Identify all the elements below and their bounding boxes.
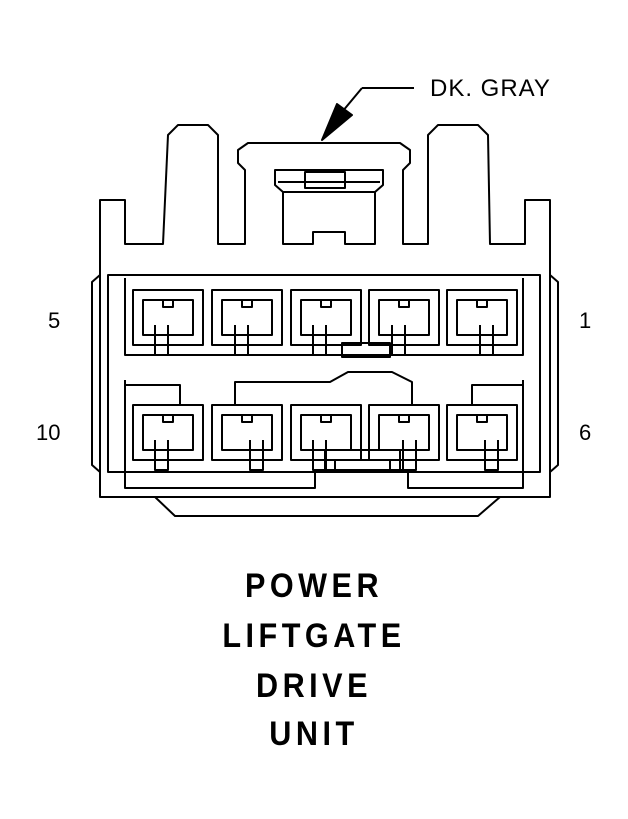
terminal-6 xyxy=(447,405,517,470)
wire-color-label: DK. GRAY xyxy=(430,75,551,102)
caption-line-3: DRIVE xyxy=(255,667,373,705)
terminal-4 xyxy=(212,290,282,355)
terminal-10 xyxy=(133,405,203,470)
lower-left-bridge xyxy=(125,385,180,405)
terminal-7 xyxy=(369,405,439,470)
caption-line-4: UNIT xyxy=(269,715,359,753)
latch-window xyxy=(305,172,345,188)
terminal-1 xyxy=(447,290,517,355)
caption-line-1: POWER xyxy=(244,567,384,605)
left-rib xyxy=(92,275,100,472)
top-row-terminals xyxy=(133,290,517,355)
center-key xyxy=(342,343,390,357)
pin-label-1: 1 xyxy=(579,308,591,333)
pin-label-5: 5 xyxy=(48,308,60,333)
terminal-8 xyxy=(291,405,361,470)
bottom-row-terminals xyxy=(133,405,517,470)
terminal-2 xyxy=(369,290,439,355)
caption-line-2: LIFTGATE xyxy=(222,617,406,655)
wire-color-callout: DK. GRAY xyxy=(322,75,551,140)
lower-center-slot xyxy=(335,460,390,472)
lower-right-bridge xyxy=(472,385,523,405)
cavity-area xyxy=(108,275,540,472)
callout-arrowhead xyxy=(322,104,352,140)
bottom-shroud xyxy=(155,497,500,516)
housing-outline xyxy=(100,125,550,497)
lower-top-bridge xyxy=(235,372,412,405)
right-rib xyxy=(550,275,558,472)
terminal-3 xyxy=(291,290,361,355)
terminal-5 xyxy=(133,290,203,355)
callout-leader-line xyxy=(342,88,362,112)
pin-label-10: 10 xyxy=(36,420,60,445)
pin-label-6: 6 xyxy=(579,420,591,445)
connector-housing xyxy=(92,125,558,516)
terminal-9 xyxy=(212,405,282,470)
lower-row-frame xyxy=(125,380,523,488)
